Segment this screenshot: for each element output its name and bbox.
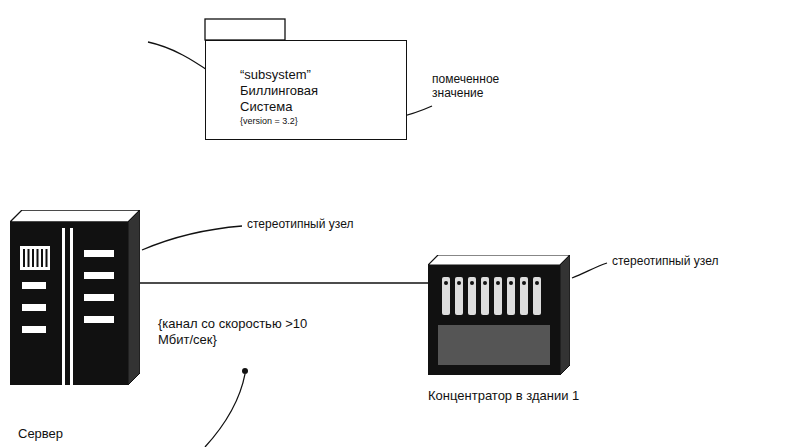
panel-stripe (37, 249, 39, 267)
panel-stripe (41, 249, 43, 267)
hub-led (496, 281, 500, 285)
hub-slot (494, 277, 502, 315)
leader-line (205, 374, 245, 447)
hub-slot (507, 277, 515, 315)
server-side (128, 210, 140, 385)
server-bay (84, 272, 114, 279)
server-bay (22, 282, 46, 289)
callout-label: стереотипный узел (612, 254, 718, 268)
hub-led (483, 281, 487, 285)
hub-slot (481, 277, 489, 315)
hub-slot (520, 277, 528, 315)
hub-base (438, 325, 550, 365)
server-divider (70, 228, 73, 385)
hub-front (428, 265, 560, 375)
hub-led (470, 281, 474, 285)
stereotype-text: “subsystem” (240, 67, 394, 83)
node-label: Концентратор в здании 1 (428, 388, 579, 404)
leader-line (142, 226, 242, 250)
tagged-value: {version = 3.2} (240, 115, 394, 127)
hub-node: Концентратор в здании 1 (428, 255, 570, 375)
server-bay (22, 304, 46, 311)
hub-top (428, 255, 570, 265)
hub-led (535, 281, 539, 285)
hub-slot (455, 277, 463, 315)
server-panel (20, 246, 50, 270)
callout-label: помеченное значение (432, 72, 532, 100)
server-bay (22, 326, 46, 333)
callout-label: стереотипный узел (247, 217, 353, 231)
panel-stripe (23, 249, 25, 267)
hub-side (560, 255, 570, 375)
server-top (10, 210, 140, 222)
leader-dot (242, 368, 248, 374)
node-label: Сервер (18, 426, 63, 442)
hub-led (457, 281, 461, 285)
server-bay (84, 316, 114, 323)
panel-stripe (46, 249, 48, 267)
hub-led (522, 281, 526, 285)
communication-link (140, 282, 428, 283)
leader-line (572, 263, 607, 278)
panel-stripe (32, 249, 34, 267)
hub-illustration (428, 255, 570, 375)
package-tab (205, 19, 285, 40)
package-box: “subsystem”Биллинговая Система{version =… (205, 40, 407, 140)
hub-slot (533, 277, 541, 315)
panel-stripe (28, 249, 30, 267)
hub-led (509, 281, 513, 285)
server-node: Сервер (10, 210, 140, 385)
server-bay (84, 250, 114, 257)
server-bay (84, 294, 114, 301)
hub-slot (442, 277, 450, 315)
server-illustration (10, 210, 140, 385)
hub-slot (468, 277, 476, 315)
server-front (10, 222, 128, 385)
server-divider (62, 228, 65, 385)
hub-led (444, 281, 448, 285)
edge-label: {канал со скоростью >10 Мбит/сек} (158, 316, 318, 348)
package-name: Биллинговая Система (240, 83, 340, 115)
